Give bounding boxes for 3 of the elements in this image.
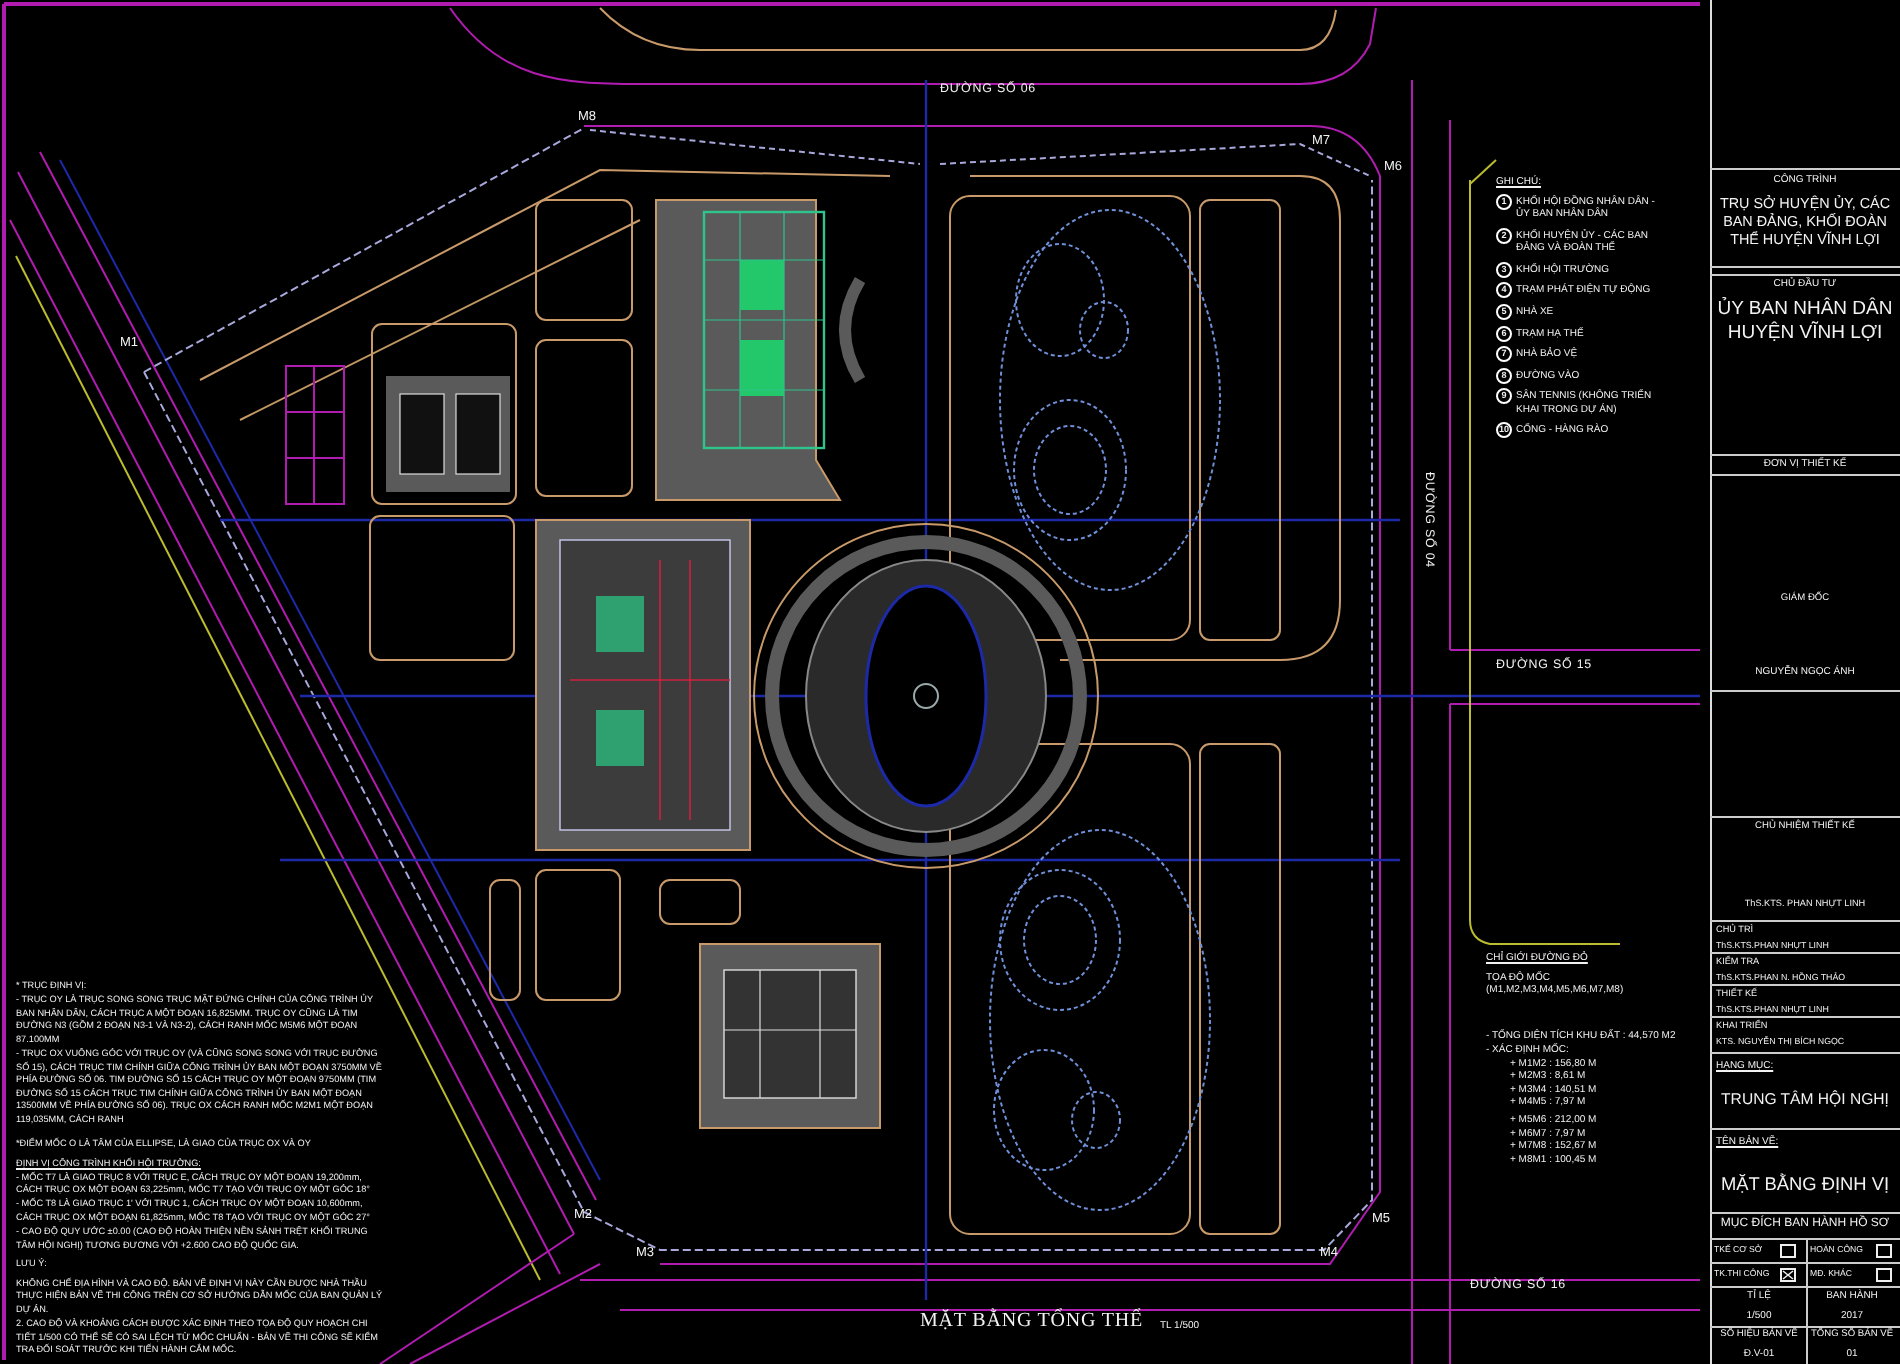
drawing-title: MẶT BẰNG TỔNG THỂ	[920, 1310, 1144, 1332]
sheet-title: MẶT BẰNG ĐỊNH VỊ	[1718, 1174, 1892, 1197]
client-name: ỦY BAN NHÂN DÂN HUYỆN VĨNH LỢI	[1715, 298, 1895, 346]
